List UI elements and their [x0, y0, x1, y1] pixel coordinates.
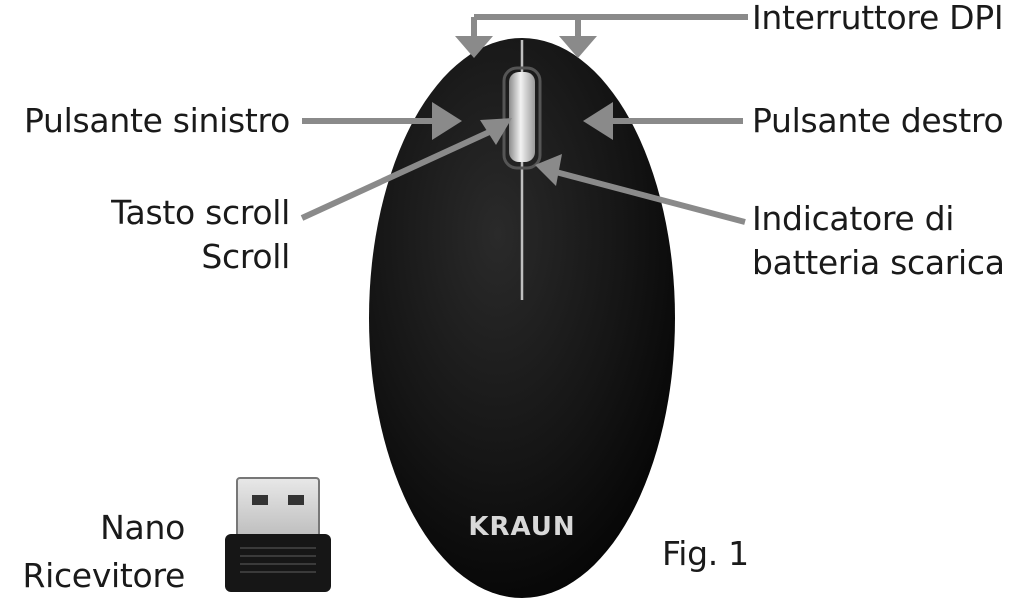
label-receiver: Ricevitore: [22, 556, 185, 595]
scroll-pointer: [300, 118, 512, 221]
mouse-body: [369, 38, 675, 598]
label-right-button: Pulsante destro: [752, 101, 1004, 140]
label-dpi-switch: Interruttore DPI: [752, 0, 1004, 37]
battery-pointer: [535, 154, 746, 225]
nano-receiver-image: [225, 477, 331, 592]
label-left-button: Pulsante sinistro: [24, 101, 290, 140]
label-battery-low: batteria scarica: [752, 243, 1005, 282]
label-nano: Nano: [100, 508, 185, 547]
dpi-switch-pointer: [471, 14, 748, 38]
brand-logo: KRAUN: [468, 512, 575, 542]
label-battery-indicator: Indicatore di: [752, 199, 955, 238]
right-button-pointer: [583, 102, 743, 140]
left-button-pointer: [302, 102, 462, 140]
scroll-wheel: [509, 72, 535, 162]
label-scroll: Scroll: [201, 237, 290, 276]
figure-caption: Fig. 1: [662, 534, 749, 573]
label-scroll-key: Tasto scroll: [111, 193, 290, 232]
